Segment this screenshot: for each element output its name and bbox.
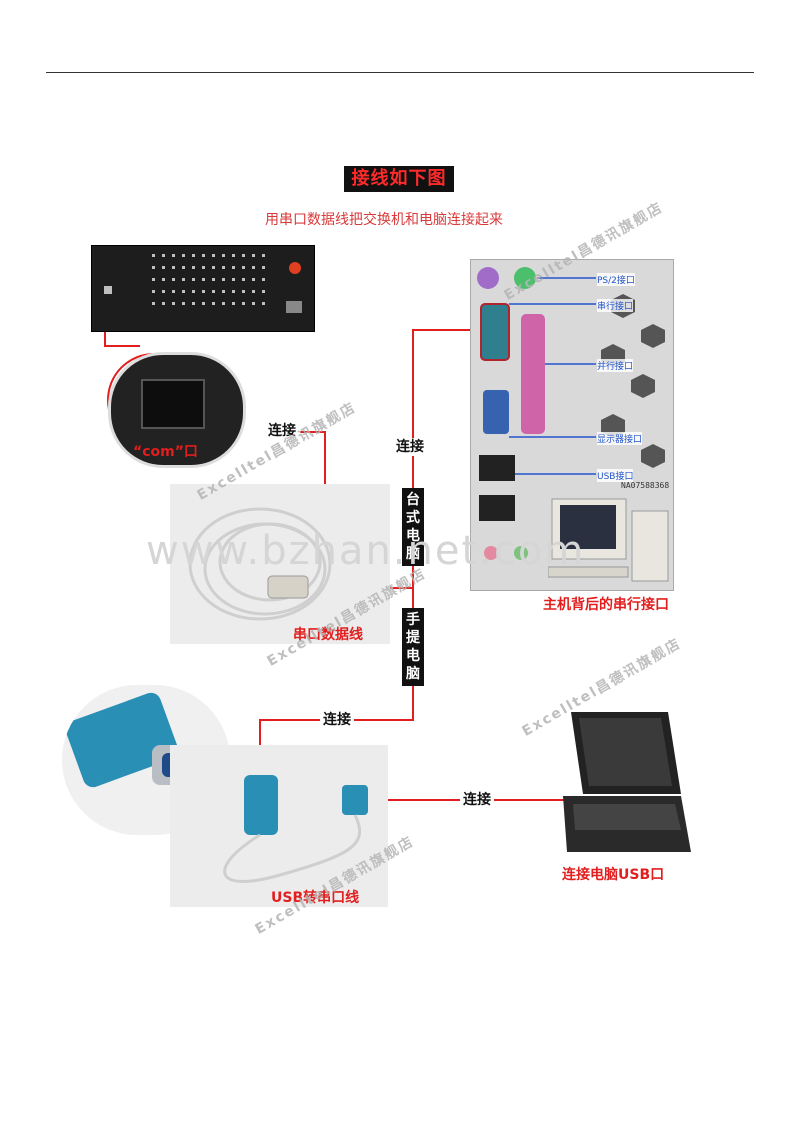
laptop-usb-caption: 连接电脑USB口 bbox=[562, 867, 665, 883]
rj-port-graphic bbox=[141, 379, 205, 429]
desktop-graphic bbox=[547, 498, 669, 582]
usb-serial-cable-photo bbox=[170, 745, 388, 907]
url-watermark: www.bzhan.net.com bbox=[146, 528, 586, 574]
page-subtitle: 用串口数据线把交换机和电脑连接起来 bbox=[265, 212, 503, 228]
display-port-label: 显示器接口 bbox=[597, 432, 643, 445]
top-rule bbox=[46, 72, 754, 73]
usb-cable-graphic bbox=[223, 775, 368, 883]
serial-port-label: 串行接口 bbox=[597, 299, 634, 312]
desktop-computer bbox=[547, 495, 670, 585]
barcode-label: NA07588368 bbox=[621, 481, 670, 490]
serial-cable-caption: 串口数据线 bbox=[293, 627, 363, 643]
connect-label-2: 连接 bbox=[393, 438, 427, 456]
laptop-computer bbox=[563, 712, 693, 854]
usb-serial-caption: USB转串口线 bbox=[271, 890, 360, 906]
switch-chassis bbox=[91, 245, 315, 332]
desktop-label: 台式电脑 bbox=[402, 488, 424, 566]
page-title: 接线如下图 bbox=[351, 168, 447, 189]
rear-serial-caption: 主机背后的串行接口 bbox=[543, 597, 669, 613]
laptop-label: 手提电脑 bbox=[402, 608, 424, 686]
ps2-port-label: PS/2接口 bbox=[597, 273, 635, 286]
com-port-caption: “com”口 bbox=[133, 444, 198, 460]
title-box: 接线如下图 bbox=[344, 166, 454, 192]
serial-cable-photo bbox=[170, 484, 390, 644]
cable-coil-graphic bbox=[188, 507, 332, 621]
connect-label-4: 连接 bbox=[460, 791, 494, 809]
parallel-port-label: 并行接口 bbox=[597, 359, 634, 372]
switch-ports-graphic bbox=[104, 254, 302, 313]
usb-port-label: USB接口 bbox=[597, 469, 634, 482]
com-port-zoom bbox=[108, 352, 246, 468]
connect-label-1: 连接 bbox=[265, 422, 299, 440]
connect-label-3: 连接 bbox=[320, 711, 354, 729]
desktop-rear-panel: PS/2接口 串行接口 并行接口 显示器接口 USB接口 NA07588368 bbox=[470, 259, 674, 591]
laptop-graphic bbox=[563, 712, 691, 852]
